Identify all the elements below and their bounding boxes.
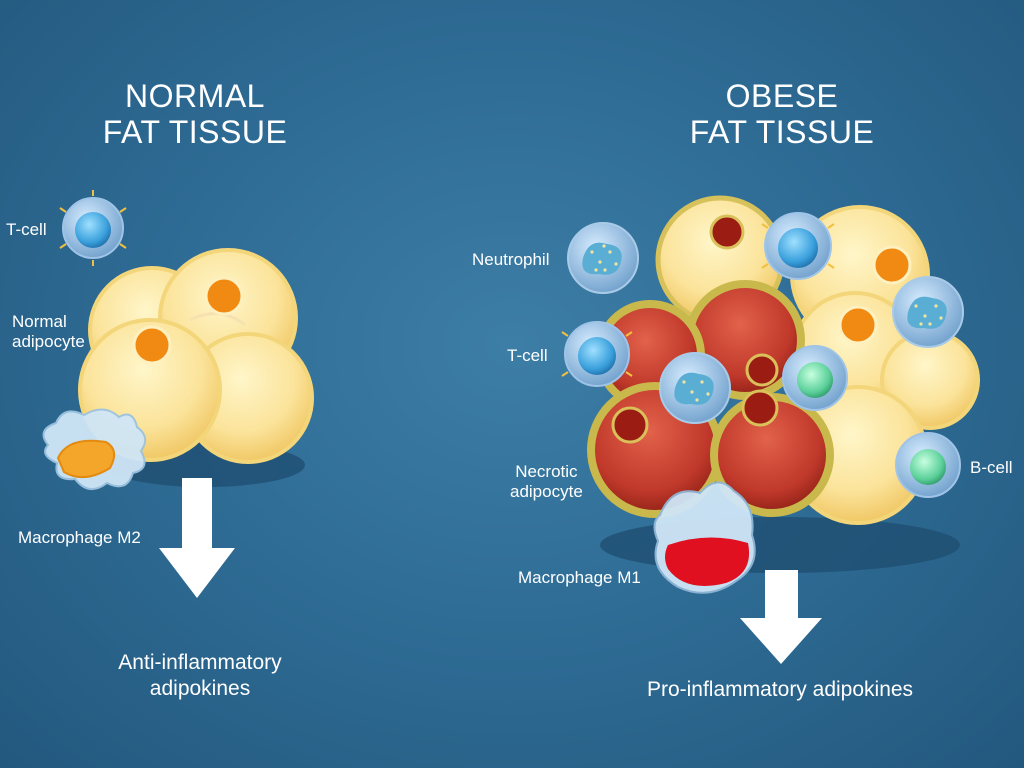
label-normal-adipocyte-line1: Normal	[12, 312, 67, 331]
t-cell-icon	[561, 212, 835, 387]
normal-title-line1: NORMAL	[125, 78, 265, 114]
neutrophil-icon	[567, 222, 964, 424]
down-arrow-icon	[159, 478, 235, 598]
label-b-cell: B-cell	[970, 458, 1013, 477]
obese-title-line2: FAT TISSUE	[689, 114, 875, 150]
output-anti-inflammatory: Anti-inflammatory adipokines	[80, 650, 320, 702]
b-cell-icon	[782, 345, 961, 498]
macrophage-m2-icon	[42, 408, 147, 490]
label-t-cell-obese: T-cell	[507, 346, 548, 365]
label-normal-adipocyte: Normal adipocyte	[12, 312, 85, 352]
t-cell-icon	[59, 190, 127, 266]
normal-title-line2: FAT TISSUE	[102, 114, 288, 150]
down-arrow-icon	[740, 570, 822, 664]
macrophage-m1-icon	[653, 481, 756, 594]
label-neutrophil: Neutrophil	[472, 250, 550, 269]
label-necrotic-adipocyte: Necrotic adipocyte	[510, 462, 583, 502]
obese-title-line1: OBESE	[725, 78, 839, 114]
label-necrotic-line1: Necrotic	[515, 462, 578, 481]
normal-title: NORMAL FAT TISSUE	[95, 78, 295, 150]
output-pro-inflammatory: Pro-inflammatory adipokines	[646, 678, 914, 701]
label-macrophage-m1: Macrophage M1	[518, 568, 641, 587]
label-macrophage-m2: Macrophage M2	[18, 528, 141, 547]
label-necrotic-line2: adipocyte	[510, 482, 583, 501]
label-normal-adipocyte-line2: adipocyte	[12, 332, 85, 351]
output-anti-line1: Anti-inflammatory	[118, 651, 282, 674]
output-anti-line2: adipokines	[149, 677, 251, 700]
label-t-cell-normal: T-cell	[6, 220, 47, 239]
obese-title: OBESE FAT TISSUE	[672, 78, 892, 150]
